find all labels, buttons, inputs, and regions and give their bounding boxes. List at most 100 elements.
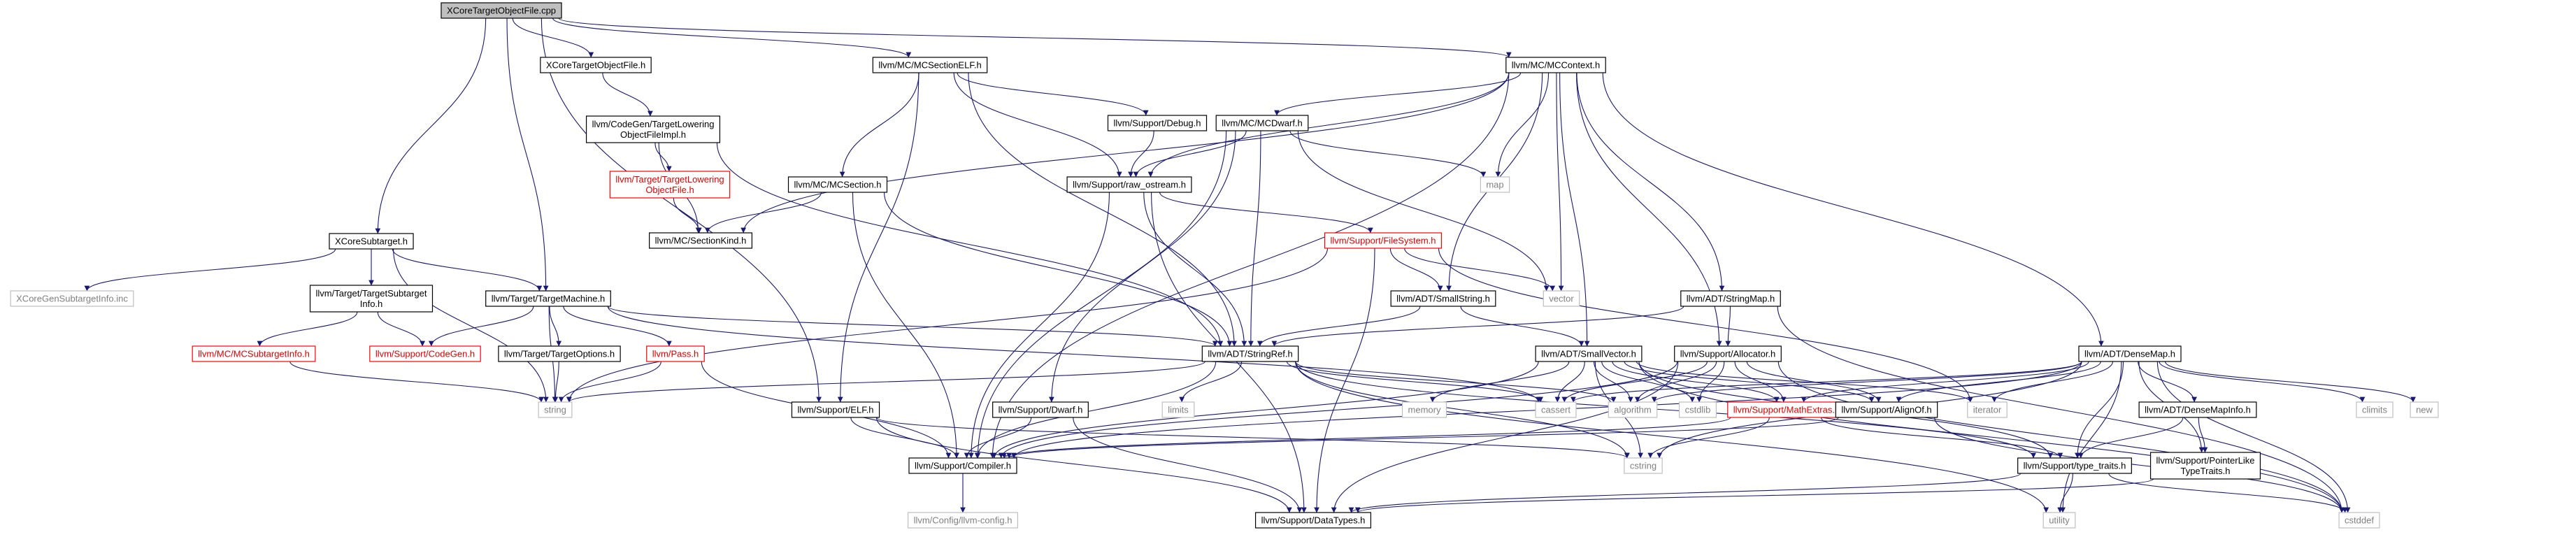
node-cstdlib[interactable]: cstdlib bbox=[1678, 401, 1717, 418]
edge-mc-context-to-raw-ostream bbox=[1147, 72, 1510, 178]
edge-root-to-xcore-subtarget bbox=[375, 17, 487, 234]
node-box bbox=[907, 512, 1019, 529]
node-support-dwarf[interactable]: llvm/Support/Dwarf.h bbox=[992, 401, 1089, 418]
edge-small-vector-to-align-of bbox=[1624, 361, 1875, 403]
node-vector[interactable]: vector bbox=[1543, 290, 1580, 307]
edge-target-machine-to-support-codegen bbox=[428, 306, 534, 347]
node-new[interactable]: new bbox=[2410, 401, 2439, 418]
node-box bbox=[609, 171, 731, 199]
node-math-extras[interactable]: llvm/Support/MathExtras.h bbox=[1727, 401, 1846, 418]
edge-dense-map-info-to-pointer-like bbox=[2198, 417, 2208, 453]
node-label: llvm/Support/Allocator.h bbox=[1680, 349, 1776, 359]
node-box bbox=[2042, 512, 2076, 529]
edge-xcore-subtarget-to-xcore-gen-subtarget bbox=[84, 248, 336, 292]
node-target-options[interactable]: llvm/Target/TargetOptions.h bbox=[498, 345, 621, 362]
node-memory[interactable]: memory bbox=[1401, 401, 1447, 418]
node-string[interactable]: string bbox=[538, 401, 573, 418]
node-string-ref[interactable]: llvm/ADT/StringRef.h bbox=[1201, 345, 1299, 362]
node-box bbox=[2149, 452, 2261, 480]
node-box bbox=[1107, 115, 1208, 131]
node-support-compiler[interactable]: llvm/Support/Compiler.h bbox=[908, 457, 1017, 474]
node-label: XCoreGenSubtargetInfo.inc bbox=[16, 294, 128, 304]
node-mc-section-kind[interactable]: llvm/MC/SectionKind.h bbox=[649, 232, 752, 249]
node-allocator[interactable]: llvm/Support/Allocator.h bbox=[1674, 345, 1782, 362]
node-support-debug[interactable]: llvm/Support/Debug.h bbox=[1107, 115, 1208, 131]
node-target-machine[interactable]: llvm/Target/TargetMachine.h bbox=[485, 290, 611, 307]
node-string-map[interactable]: llvm/ADT/StringMap.h bbox=[1680, 290, 1781, 307]
node-xcore-subtarget[interactable]: XCoreSubtarget.h bbox=[329, 233, 414, 250]
node-dense-map-info[interactable]: llvm/ADT/DenseMapInfo.h bbox=[2138, 401, 2257, 418]
node-box bbox=[1215, 115, 1309, 131]
node-dense-map[interactable]: llvm/ADT/DenseMap.h bbox=[2078, 345, 2182, 362]
node-cassert[interactable]: cassert bbox=[1535, 401, 1577, 418]
node-xcore-gen-subtarget[interactable]: XCoreGenSubtargetInfo.inc bbox=[10, 290, 134, 307]
node-xcore-tof-h[interactable]: XCoreTargetObjectFile.h bbox=[540, 57, 652, 73]
node-box bbox=[1505, 57, 1606, 73]
edge-pass-to-string bbox=[558, 361, 661, 403]
edge-mc-section-elf-to-string-ref bbox=[968, 72, 1237, 347]
edge-file-system-to-small-string bbox=[1389, 248, 1443, 292]
node-label: memory bbox=[1408, 405, 1441, 415]
edge-root-to-mc-section-elf bbox=[552, 17, 912, 58]
edge-mc-context-to-string-map bbox=[1576, 72, 1725, 292]
node-support-codegen[interactable]: llvm/Support/CodeGen.h bbox=[369, 345, 481, 362]
node-cstddef[interactable]: cstddef bbox=[2338, 512, 2380, 529]
node-raw-ostream[interactable]: llvm/Support/raw_ostream.h bbox=[1066, 176, 1192, 193]
node-mc-section[interactable]: llvm/MC/MCSection.h bbox=[787, 176, 888, 193]
node-mc-section-elf[interactable]: llvm/MC/MCSectionELF.h bbox=[872, 57, 988, 73]
node-box bbox=[1324, 232, 1443, 249]
node-mc-context[interactable]: llvm/MC/MCContext.h bbox=[1505, 57, 1606, 73]
node-align-of[interactable]: llvm/Support/AlignOf.h bbox=[1835, 401, 1938, 418]
node-algorithm[interactable]: algorithm bbox=[1608, 401, 1658, 418]
node-label: algorithm bbox=[1614, 405, 1651, 415]
node-map[interactable]: map bbox=[1480, 176, 1510, 193]
node-llvm-config[interactable]: llvm/Config/llvm-config.h bbox=[907, 512, 1019, 529]
edge-mc-section-elf-to-support-elf bbox=[837, 72, 920, 403]
node-box bbox=[2138, 401, 2257, 418]
edge-type-traits-to-utility bbox=[2057, 473, 2073, 513]
node-codegen-tlof-impl[interactable]: llvm/CodeGen/TargetLoweringObjectFileImp… bbox=[585, 115, 721, 143]
node-box bbox=[1254, 512, 1372, 529]
node-label: Info.h bbox=[360, 299, 383, 309]
edge-small-vector-to-iterator bbox=[1636, 361, 1973, 403]
edge-type-traits-to-cstddef bbox=[2108, 473, 2348, 513]
node-label: climits bbox=[2362, 405, 2388, 415]
node-label: llvm/ADT/DenseMapInfo.h bbox=[2145, 405, 2251, 415]
node-label: llvm/MC/SectionKind.h bbox=[655, 236, 747, 246]
edge-string-ref-to-algorithm bbox=[1295, 361, 1617, 403]
node-data-types[interactable]: llvm/Support/DataTypes.h bbox=[1254, 512, 1372, 529]
node-label: llvm/MC/MCSectionELF.h bbox=[878, 60, 981, 71]
node-small-string[interactable]: llvm/ADT/SmallString.h bbox=[1390, 290, 1496, 307]
node-pass[interactable]: llvm/Pass.h bbox=[646, 345, 705, 362]
edge-dense-map-to-algorithm bbox=[1652, 361, 2082, 403]
node-label: llvm/MC/MCContext.h bbox=[1512, 60, 1600, 71]
node-box bbox=[1535, 401, 1577, 418]
node-mc-subtarget-info[interactable]: llvm/MC/MCSubtargetInfo.h bbox=[192, 345, 316, 362]
node-label: llvm/Target/TargetSubtarget bbox=[316, 288, 427, 299]
node-cstring[interactable]: cstring bbox=[1624, 457, 1663, 474]
edge-raw-ostream-to-file-system bbox=[1159, 192, 1373, 234]
edge-target-subtarget-info-to-mc-subtarget-info bbox=[257, 311, 358, 347]
node-limits[interactable]: limits bbox=[1161, 401, 1195, 418]
node-box bbox=[1161, 401, 1195, 418]
node-label: llvm/Support/PointerLike bbox=[2156, 455, 2255, 466]
node-type-traits[interactable]: llvm/Support/type_traits.h bbox=[2017, 457, 2132, 474]
edge-codegen-tlof-impl-to-string-ref bbox=[716, 142, 1224, 347]
node-climits[interactable]: climits bbox=[2356, 401, 2393, 418]
node-label: llvm/Support/MathExtras.h bbox=[1733, 405, 1840, 415]
node-box bbox=[1967, 401, 2008, 418]
node-label: map bbox=[1486, 180, 1503, 190]
node-root[interactable]: XCoreTargetObjectFile.cpp bbox=[441, 2, 562, 19]
node-label: llvm/MC/MCDwarf.h bbox=[1222, 118, 1303, 129]
node-iterator[interactable]: iterator bbox=[1967, 401, 2008, 418]
node-small-vector[interactable]: llvm/ADT/SmallVector.h bbox=[1535, 345, 1643, 362]
edge-small-vector-to-memory bbox=[1429, 361, 1570, 403]
node-file-system[interactable]: llvm/Support/FileSystem.h bbox=[1324, 232, 1443, 249]
node-box bbox=[10, 290, 134, 307]
node-utility[interactable]: utility bbox=[2042, 512, 2076, 529]
node-support-elf[interactable]: llvm/Support/ELF.h bbox=[791, 401, 880, 418]
node-mc-dwarf[interactable]: llvm/MC/MCDwarf.h bbox=[1215, 115, 1309, 131]
